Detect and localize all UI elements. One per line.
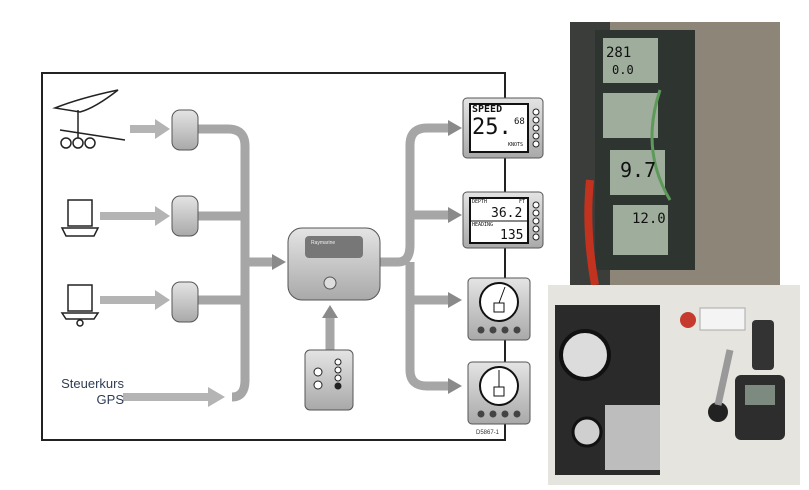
diagram-code: D5867-1	[476, 430, 500, 436]
display-analog-gauge	[467, 277, 531, 341]
depth-unit: FT	[519, 199, 526, 205]
depth-value: 36.2	[491, 206, 523, 221]
cockpit-panel-photo	[548, 285, 800, 485]
transducer-icon	[60, 199, 100, 237]
photo-readout: 12.0	[632, 211, 666, 227]
speed-title: SPEED	[472, 104, 503, 115]
heading-title: HEADING	[472, 222, 494, 228]
photo-readout: 9.7	[620, 158, 657, 182]
input-arrows	[100, 119, 225, 407]
course-computer-hub	[287, 227, 381, 301]
mast-instruments-photo	[570, 22, 780, 286]
display-analog-gauge	[467, 361, 531, 425]
remote-control-unit	[304, 349, 354, 411]
display-speed	[462, 97, 544, 159]
transducer-icon	[60, 284, 100, 327]
heading-value: 135	[500, 228, 524, 243]
hub-logo: Raymarine	[311, 240, 336, 246]
input-label-gps: GPS	[96, 392, 124, 407]
input-label-steuerkurs: Steuerkurs	[61, 376, 124, 391]
speed-value: 25.	[472, 115, 512, 140]
wind-vane-sensor-icon	[52, 89, 126, 149]
output-arrowheads	[272, 120, 462, 394]
speed-unit: KNOTS	[508, 142, 524, 148]
photo-readout: 0.0	[612, 63, 634, 77]
photo-readout: 281	[606, 45, 632, 61]
speed-decimal: 68	[514, 117, 525, 127]
depth-title: DEPTH	[472, 199, 488, 205]
sensor-interfaces	[171, 109, 199, 323]
bus-lines	[198, 123, 448, 402]
display-depth-heading	[462, 191, 544, 249]
